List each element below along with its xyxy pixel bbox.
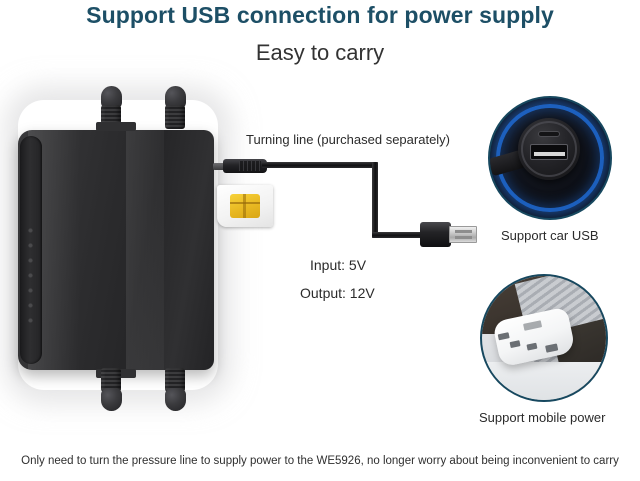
power-bank-port xyxy=(509,340,521,349)
antenna-bottom-right xyxy=(164,366,186,412)
footer-caption: Only need to turn the pressure line to s… xyxy=(21,455,619,467)
car-micro-usb-slot xyxy=(538,131,560,137)
led-dot xyxy=(28,303,33,308)
antenna-knob xyxy=(165,86,186,109)
dc-barrel-plug-icon xyxy=(213,159,267,173)
output-voltage-label: Output: 12V xyxy=(300,285,375,301)
antenna-ribs xyxy=(165,105,185,129)
page-title: Support USB connection for power supply xyxy=(86,2,554,28)
router-body xyxy=(18,130,214,370)
led-dot xyxy=(28,318,33,323)
router-center-band xyxy=(126,130,164,370)
turning-line-label: Turning line (purchased separately) xyxy=(246,132,451,147)
antenna-knob xyxy=(165,388,186,411)
car-socket-rim xyxy=(521,121,577,177)
led-dot xyxy=(28,243,33,248)
car-usb-caption: Support car USB xyxy=(501,228,599,243)
router-left-edge xyxy=(20,136,42,364)
dc-plug-grip-rings xyxy=(239,161,261,171)
router-device xyxy=(12,82,242,412)
antenna-knob xyxy=(101,86,122,109)
cable-segment-horizontal-top xyxy=(262,162,378,168)
input-voltage-label: Input: 5V xyxy=(310,257,367,273)
usb-plug-metal-shell xyxy=(449,226,477,243)
power-bank-port xyxy=(545,343,559,353)
power-bank-port xyxy=(497,332,510,341)
antenna-ribs xyxy=(101,368,121,392)
cable-segment-horizontal-bottom xyxy=(372,232,424,238)
sim-card-icon xyxy=(217,185,273,227)
dc-plug-pin xyxy=(213,163,226,170)
mobile-power-caption: Support mobile power xyxy=(479,410,606,425)
antenna-bottom-left xyxy=(100,366,122,412)
car-usb-socket xyxy=(518,118,580,180)
led-indicator-strip xyxy=(28,228,35,332)
led-dot xyxy=(28,258,33,263)
cable-segment-vertical xyxy=(372,162,378,238)
antenna-knob xyxy=(101,388,122,411)
led-dot xyxy=(28,288,33,293)
usb-plug-housing xyxy=(420,222,451,247)
led-dot xyxy=(28,273,33,278)
power-bank-port xyxy=(526,342,538,351)
car-usb-a-slot xyxy=(530,144,568,160)
page-subtitle: Easy to carry xyxy=(255,40,385,65)
sim-chip-contacts xyxy=(230,194,260,218)
usb-a-plug-icon xyxy=(420,222,478,247)
antenna-top-right xyxy=(164,86,186,132)
antenna-ribs xyxy=(165,368,185,392)
mobile-power-photo xyxy=(480,274,608,402)
power-bank-logo xyxy=(523,320,543,331)
router-top-nub xyxy=(96,122,136,131)
photo-foreground xyxy=(482,362,606,400)
led-dot xyxy=(28,228,33,233)
car-usb-photo xyxy=(488,96,612,220)
